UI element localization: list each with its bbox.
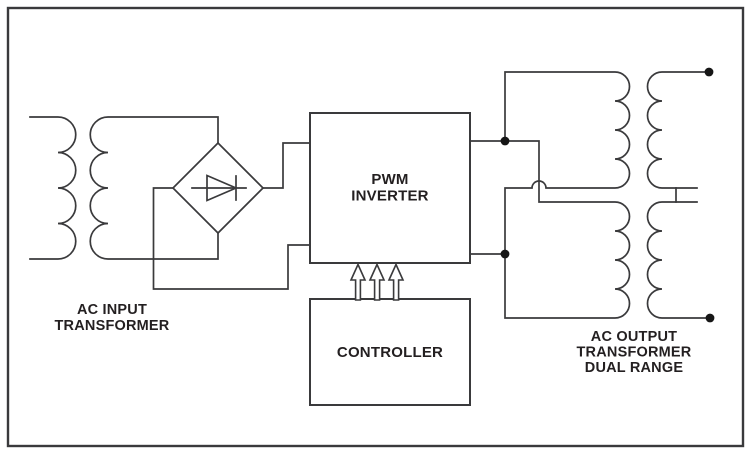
controller-label: CONTROLLER: [337, 344, 443, 361]
input-secondary-winding: [89, 116, 219, 260]
ac-output-transformer-icon: [646, 71, 711, 319]
caption-line: TRANSFORMER: [55, 318, 170, 334]
controller-block: [309, 298, 471, 406]
control-arrow-icon: [387, 262, 405, 301]
wire-inverter-to-lower-primary: [469, 140, 631, 319]
control-arrow-icon: [368, 262, 386, 301]
bridge-rectifier-icon: [171, 141, 265, 235]
lower-secondary-winding: [646, 201, 711, 319]
caption-line: TRANSFORMER: [577, 345, 692, 361]
wire-rectifier-to-inverter-bottom: [152, 187, 311, 290]
wire-rectifier-to-inverter-top: [262, 142, 311, 189]
ac-input-transformer-caption: AC INPUT TRANSFORMER: [55, 302, 170, 334]
caption-line: AC OUTPUT: [591, 329, 677, 345]
junction-dot: [500, 136, 510, 146]
upper-secondary-winding: [646, 71, 710, 189]
caption-line: AC INPUT: [77, 302, 147, 318]
ac-output-transformer-caption: AC OUTPUT TRANSFORMER DUAL RANGE: [577, 329, 692, 376]
junction-dot: [500, 249, 510, 259]
output-terminal-dot: [705, 313, 715, 323]
input-primary-winding: [29, 116, 77, 260]
pwm-inverter-label-line1: PWM: [371, 171, 408, 188]
wire-inverter-to-upper-primary: [504, 71, 631, 255]
ac-input-transformer-icon: [29, 116, 219, 260]
bridge-diamond: [171, 141, 265, 235]
pwm-inverter-block: [309, 112, 471, 264]
diagram-border: [6, 6, 745, 448]
pwm-inverter-label-line2: INVERTER: [351, 188, 428, 205]
caption-line: DUAL RANGE: [585, 360, 684, 376]
control-signal-arrows: [349, 262, 405, 301]
control-arrow-icon: [349, 262, 367, 301]
diode-triangle: [206, 174, 239, 202]
output-terminal-dot: [704, 67, 714, 77]
